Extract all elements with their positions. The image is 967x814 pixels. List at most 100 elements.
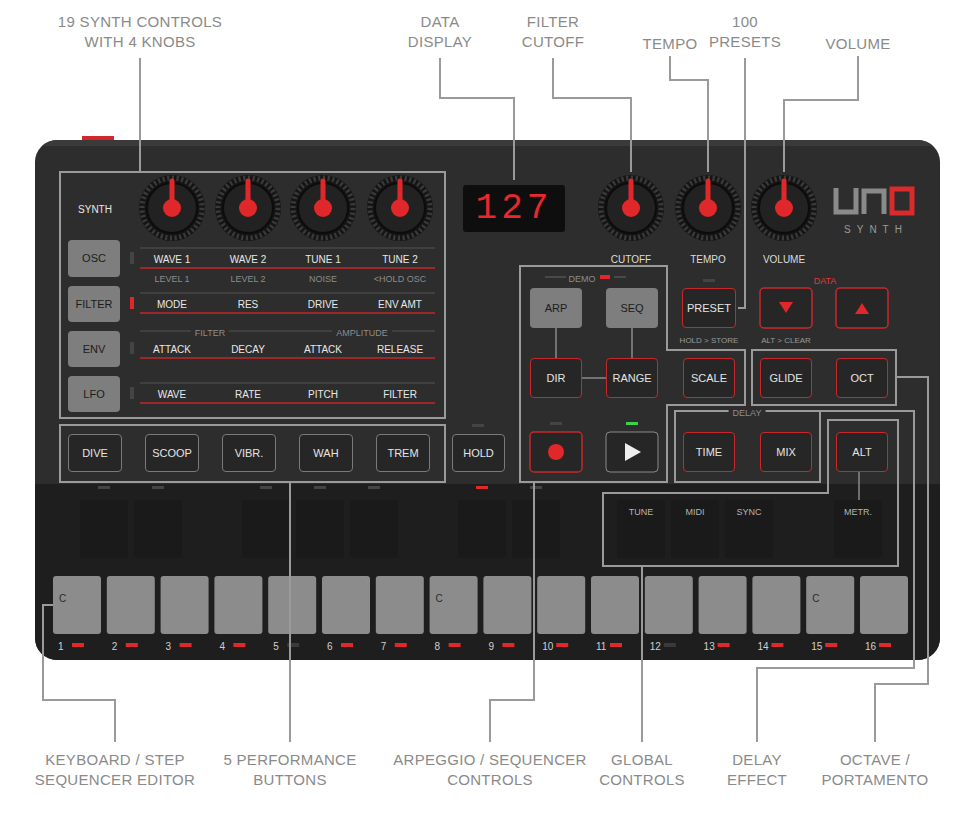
button-text: WAH bbox=[313, 447, 338, 459]
row-rule bbox=[140, 267, 435, 269]
record-button bbox=[530, 432, 582, 472]
label-holder: ATTACK bbox=[304, 339, 342, 357]
button-text: SYNC bbox=[736, 508, 761, 518]
step-number: 6 bbox=[327, 641, 333, 652]
group-label: DELAY bbox=[729, 408, 766, 418]
key bbox=[53, 576, 101, 634]
key bbox=[322, 576, 370, 634]
label-holder: TEMPO bbox=[690, 249, 726, 267]
label-holder: LEVEL 2 bbox=[230, 268, 265, 286]
performance-button: VIBR. bbox=[222, 434, 276, 472]
logo-mark bbox=[892, 189, 912, 213]
button-text: PRESET bbox=[687, 302, 731, 314]
led bbox=[530, 486, 542, 489]
button-text: OCT bbox=[850, 372, 873, 384]
control-label: TUNE 2 bbox=[382, 254, 418, 265]
key bbox=[699, 576, 747, 634]
data-display: 127 bbox=[463, 185, 565, 232]
label-holder: RELEASE bbox=[377, 339, 423, 357]
alt-label: LEVEL 2 bbox=[230, 274, 265, 284]
label-holder: KEYBOARD / STEP SEQUENCER EDITOR bbox=[26, 750, 204, 790]
led bbox=[550, 422, 562, 425]
step-led bbox=[233, 643, 245, 647]
leader-line bbox=[641, 566, 643, 742]
step-number: 15 bbox=[811, 641, 822, 652]
leader-line bbox=[440, 58, 514, 180]
button-text: FILTER bbox=[75, 298, 112, 310]
step-number: 8 bbox=[435, 641, 441, 652]
label-holder: 5 bbox=[273, 636, 279, 654]
label-holder: 12 bbox=[650, 636, 661, 654]
performance-button: SCOOP bbox=[145, 434, 199, 472]
control-label: DECAY bbox=[231, 344, 265, 355]
label-holder: ALT > CLEAR bbox=[761, 329, 811, 347]
hint-label: HOLD > STORE bbox=[680, 336, 739, 345]
key bbox=[752, 576, 800, 634]
logo-text: SYNTH bbox=[844, 224, 908, 235]
label-holder: 8 bbox=[435, 636, 441, 654]
label-holder: 16 bbox=[865, 636, 876, 654]
led bbox=[626, 422, 638, 425]
alt-label: LEVEL 1 bbox=[154, 274, 189, 284]
led bbox=[600, 275, 610, 279]
label-holder: CUTOFF bbox=[611, 249, 651, 267]
button-text: TUNE bbox=[629, 508, 654, 518]
hint-label: ALT > CLEAR bbox=[761, 336, 811, 345]
play-button bbox=[606, 432, 658, 472]
key bbox=[591, 576, 639, 634]
key bbox=[430, 576, 478, 634]
label-holder: SYNTH bbox=[844, 219, 908, 237]
button-text: SCOOP bbox=[152, 447, 192, 459]
label-holder: DATA bbox=[814, 270, 837, 288]
button-text: RANGE bbox=[612, 372, 651, 384]
data-label: DATA bbox=[814, 276, 837, 286]
control-label: TUNE 1 bbox=[305, 254, 341, 265]
control-label: RATE bbox=[235, 389, 261, 400]
group-label: AMPLITUDE bbox=[332, 328, 392, 338]
led bbox=[472, 424, 484, 427]
pad-button: SYNC bbox=[725, 500, 773, 558]
row-rule bbox=[140, 248, 435, 249]
pad-button: TUNE bbox=[617, 500, 665, 558]
leader-line bbox=[738, 58, 745, 308]
control-label: WAVE 1 bbox=[154, 254, 191, 265]
button-text: GLIDE bbox=[769, 372, 802, 384]
mode-button: LFO bbox=[68, 376, 120, 412]
label-holder: 4 bbox=[219, 636, 225, 654]
pad bbox=[458, 500, 506, 558]
button-text: ALT bbox=[852, 446, 871, 458]
label-holder: 19 SYNTH CONTROLS WITH 4 KNOBS bbox=[45, 12, 235, 52]
led bbox=[703, 279, 715, 282]
callout-label: 100 PRESETS bbox=[709, 13, 781, 50]
callout-frame bbox=[752, 350, 896, 405]
step-led bbox=[825, 643, 837, 647]
knob bbox=[290, 175, 356, 241]
group-label: FILTER bbox=[191, 328, 229, 338]
control-label: RELEASE bbox=[377, 344, 423, 355]
button-text: MIX bbox=[776, 446, 796, 458]
led bbox=[98, 486, 110, 489]
up-arrow bbox=[855, 303, 869, 314]
row-rule bbox=[140, 293, 435, 294]
knob-label: TEMPO bbox=[690, 254, 726, 265]
down-arrow bbox=[779, 302, 793, 313]
led bbox=[314, 486, 326, 489]
row-rule bbox=[140, 312, 435, 314]
button-text: DIVE bbox=[82, 447, 108, 459]
led bbox=[130, 252, 134, 264]
demo-label: DEMO bbox=[569, 274, 596, 284]
label-holder: 5 PERFORMANCE BUTTONS bbox=[215, 750, 365, 790]
control-label: ATTACK bbox=[304, 344, 342, 355]
step-number: 11 bbox=[596, 641, 606, 652]
button-text: HOLD bbox=[463, 447, 494, 459]
label-holder: 2 bbox=[112, 636, 118, 654]
pad bbox=[296, 500, 344, 558]
pad bbox=[134, 500, 182, 558]
label-holder: FILTER bbox=[191, 322, 229, 340]
button-text: METR. bbox=[844, 508, 872, 518]
step-number: 2 bbox=[112, 641, 118, 652]
key bbox=[645, 576, 693, 634]
label-holder: TEMPO bbox=[643, 34, 698, 54]
button-text: TREM bbox=[387, 447, 418, 459]
